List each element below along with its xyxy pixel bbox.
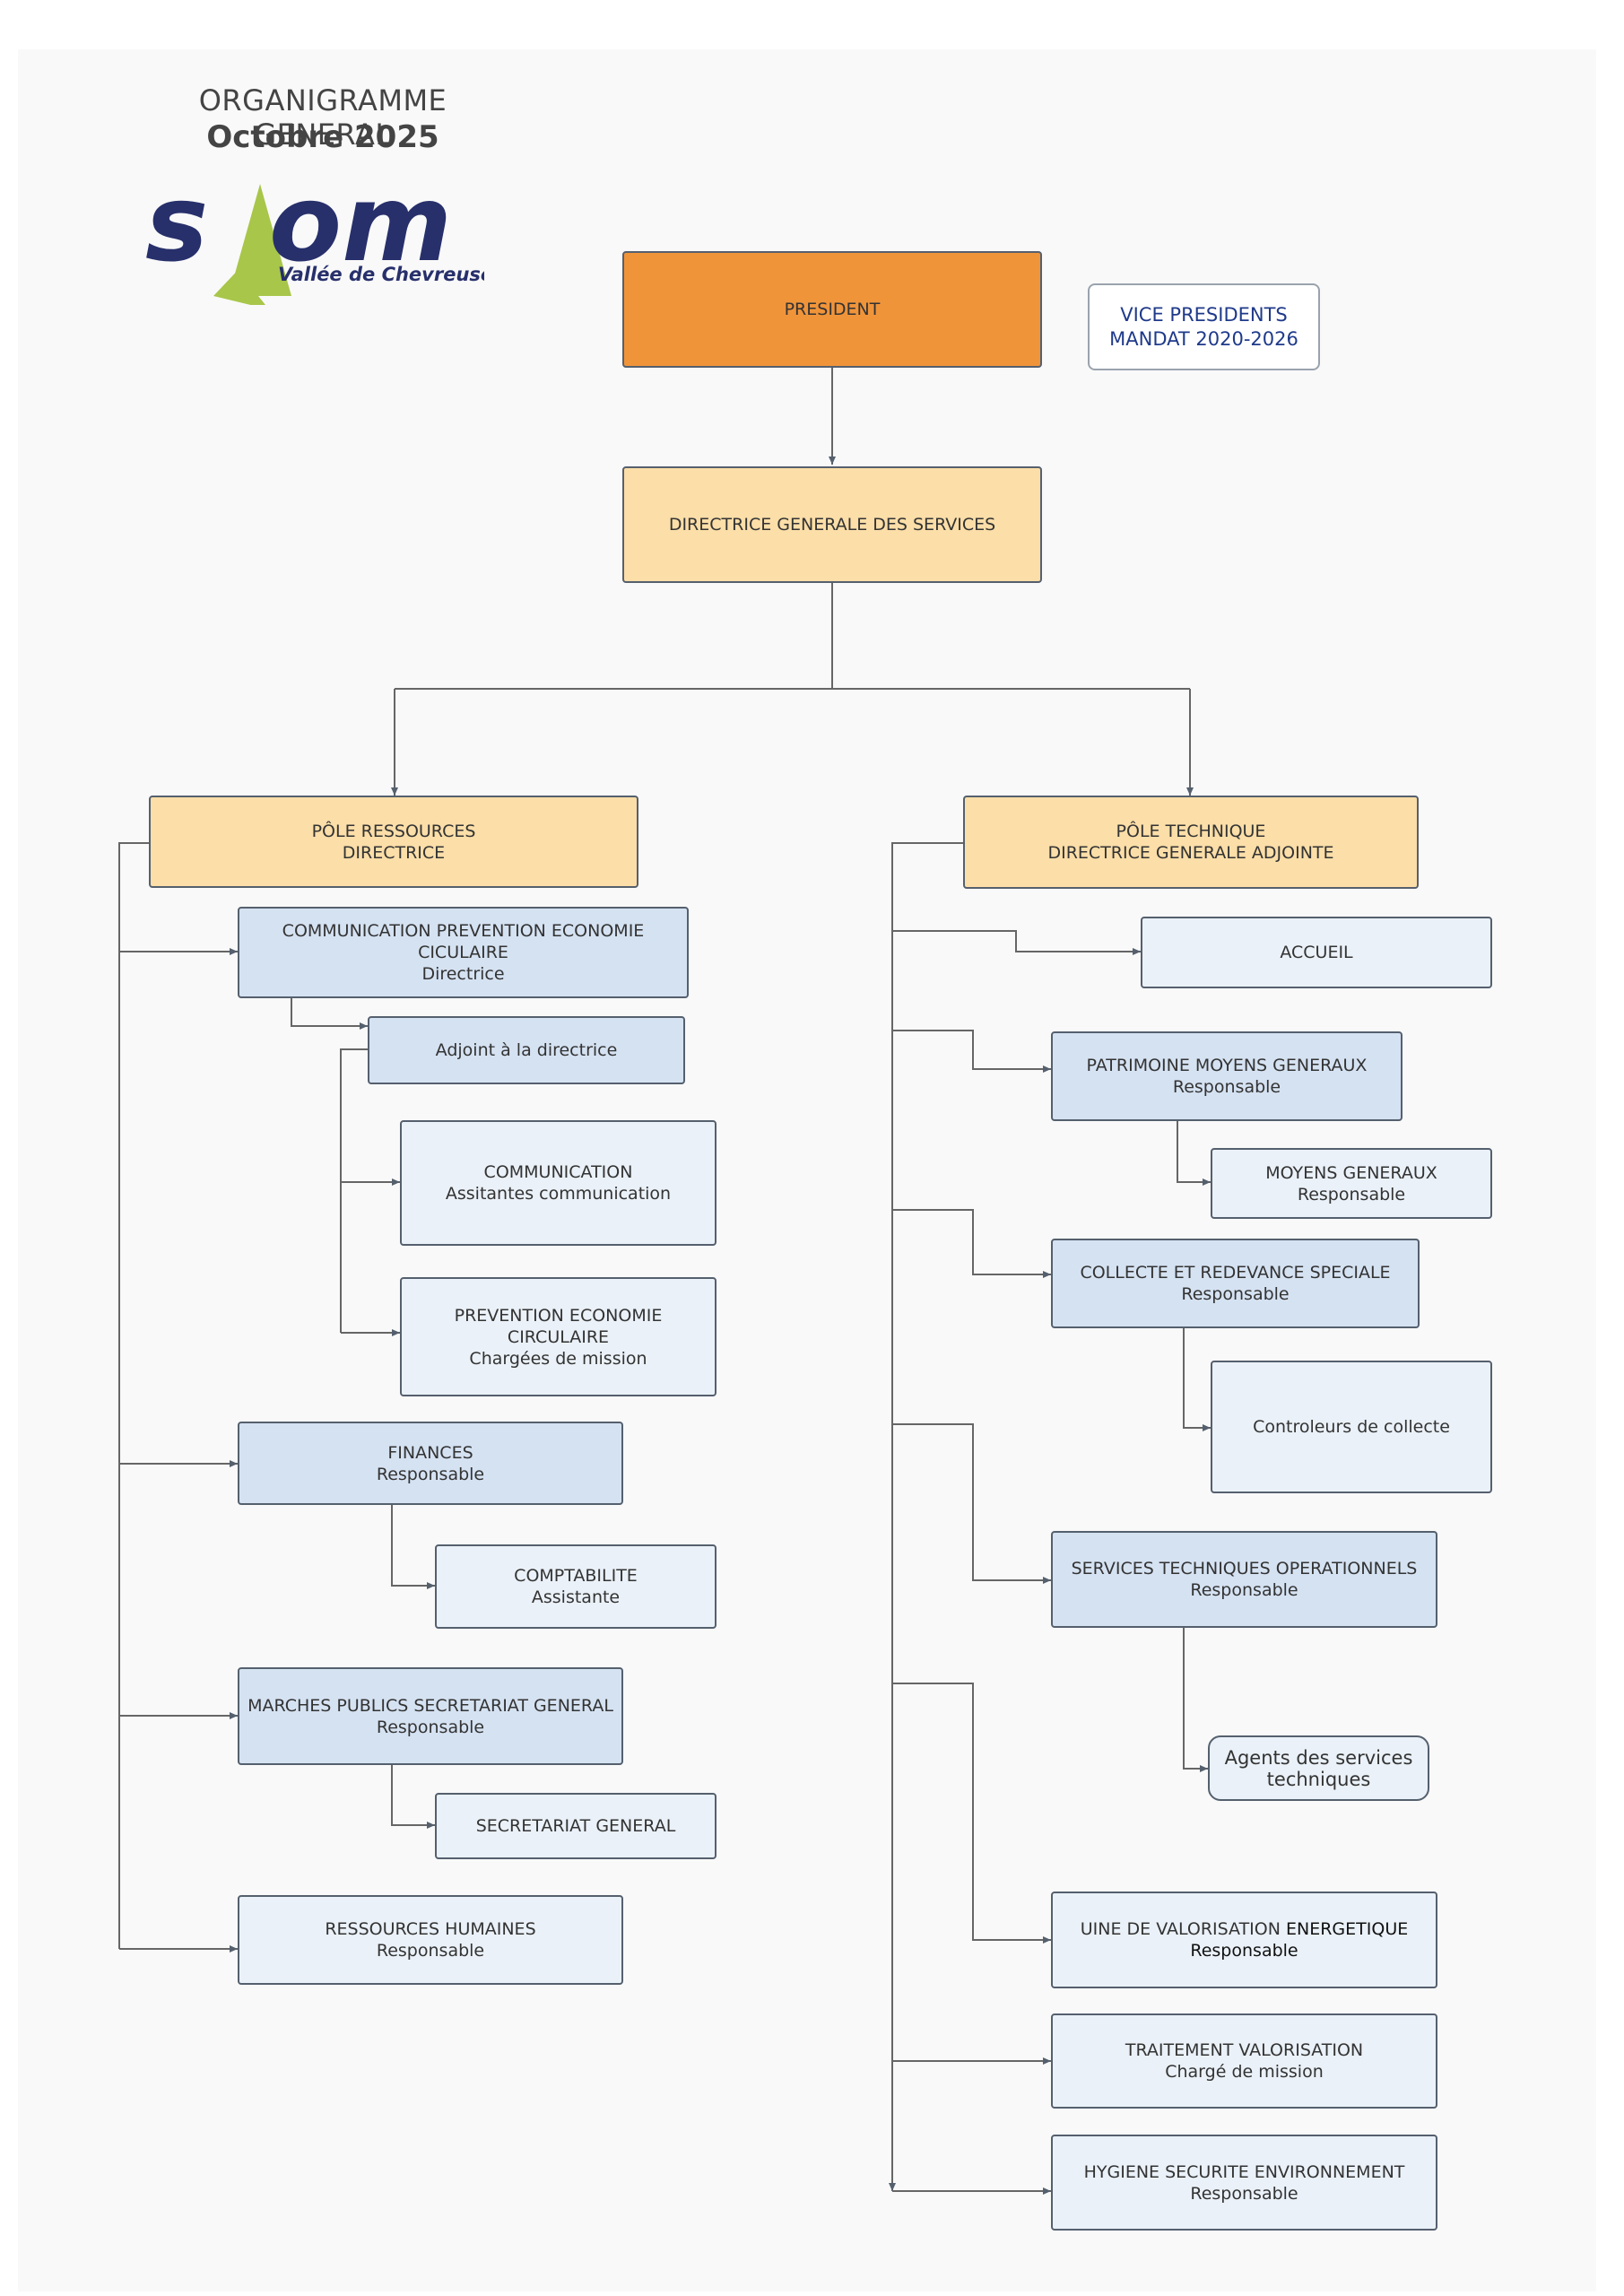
finances-role: Responsable: [376, 1464, 485, 1484]
logo-tagline: Vallée de Chevreuse: [278, 264, 484, 285]
communication-prevention-role: Directrice: [421, 964, 505, 984]
communication-role: Assitantes communication: [445, 1184, 672, 1204]
dgs-box: DIRECTRICE GENERALE DES SERVICES: [622, 466, 1042, 583]
patrimoine-label: PATRIMOINE MOYENS GENERAUX: [1086, 1056, 1368, 1075]
pole-ressources-box: PÔLE RESSOURCES DIRECTRICE: [149, 796, 638, 888]
traitement-label: TRAITEMENT VALORISATION: [1125, 2040, 1364, 2060]
moyens-label: MOYENS GENERAUX: [1265, 1162, 1437, 1183]
moyens-role: Responsable: [1297, 1184, 1406, 1205]
siom-logo: s om Vallée de Chevreuse: [145, 161, 484, 305]
moyens-box: MOYENS GENERAUX Responsable: [1211, 1148, 1492, 1219]
agents-label: Agents des services: [1224, 1746, 1413, 1769]
rh-role: Responsable: [376, 1941, 485, 1961]
services-techniques-role: Responsable: [1190, 1580, 1298, 1600]
svg-text:s: s: [145, 161, 208, 285]
communication-prevention-label: COMMUNICATION PREVENTION ECONOMIE CICULA…: [282, 921, 645, 962]
pole-technique-box: PÔLE TECHNIQUE DIRECTRICE GENERALE ADJOI…: [963, 796, 1419, 889]
traitement-box: TRAITEMENT VALORISATION Chargé de missio…: [1051, 2013, 1437, 2109]
collecte-label: COLLECTE ET REDEVANCE SPECIALE: [1080, 1263, 1391, 1283]
comptabilite-role: Assistante: [531, 1587, 621, 1607]
accueil-box: ACCUEIL: [1141, 917, 1492, 988]
dgs-label: DIRECTRICE GENERALE DES SERVICES: [668, 515, 996, 535]
finances-label: FINANCES: [387, 1442, 473, 1463]
communication-label: COMMUNICATION: [483, 1162, 633, 1182]
marches-label: MARCHES PUBLICS SECRETARIAT GENERAL: [248, 1695, 613, 1716]
vice-presidents-label: VICE PRESIDENTS: [1120, 303, 1288, 326]
hygiene-role: Responsable: [1190, 2183, 1298, 2204]
chart-date: Octobre 2025: [206, 119, 439, 155]
agents-label-line2: techniques: [1266, 1768, 1371, 1790]
communication-box: COMMUNICATION Assitantes communication: [400, 1120, 716, 1246]
vice-presidents-box: VICE PRESIDENTS MANDAT 2020-2026: [1088, 283, 1320, 370]
traitement-role: Chargé de mission: [1165, 2062, 1324, 2082]
pole-technique-label: PÔLE TECHNIQUE: [1116, 822, 1266, 841]
rh-box: RESSOURCES HUMAINES Responsable: [238, 1895, 623, 1985]
comptabilite-box: COMPTABILITE Assistante: [435, 1544, 716, 1629]
accueil-label: ACCUEIL: [1280, 943, 1353, 962]
hygiene-box: HYGIENE SECURITE ENVIRONNEMENT Responsab…: [1051, 2135, 1437, 2231]
president-label: PRESIDENT: [784, 300, 881, 319]
prevention-role: Chargées de mission: [469, 1348, 647, 1369]
vice-presidents-mandate: MANDAT 2020-2026: [1109, 327, 1298, 350]
services-techniques-label: SERVICES TECHNIQUES OPERATIONNELS: [1071, 1559, 1418, 1578]
unite-valorisation-box: UINE DE VALORISATION ENERGETIQUE Respons…: [1051, 1892, 1437, 1988]
pole-ressources-label: PÔLE RESSOURCES: [311, 821, 476, 841]
svg-text:om: om: [269, 161, 452, 285]
adjoint-label: Adjoint à la directrice: [435, 1040, 618, 1060]
finances-box: FINANCES Responsable: [238, 1422, 623, 1505]
prevention-label: PREVENTION ECONOMIE CIRCULAIRE: [454, 1305, 663, 1347]
marches-role: Responsable: [376, 1717, 485, 1737]
prevention-box: PREVENTION ECONOMIE CIRCULAIRE Chargées …: [400, 1277, 716, 1396]
unite-valorisation-role: Responsable: [1190, 1941, 1298, 1961]
unite-valorisation-label: UINE DE VALORISATION ENERGETIQUE: [1080, 1919, 1409, 1939]
hygiene-label: HYGIENE SECURITE ENVIRONNEMENT: [1083, 2161, 1405, 2182]
secretariat-label: SECRETARIAT GENERAL: [475, 1816, 676, 1836]
chart-title: ORGANIGRAMME GENERAL: [198, 83, 447, 152]
rh-label: RESSOURCES HUMAINES: [325, 1919, 536, 1939]
secretariat-box: SECRETARIAT GENERAL: [435, 1793, 716, 1859]
patrimoine-role: Responsable: [1172, 1077, 1281, 1097]
marches-box: MARCHES PUBLICS SECRETARIAT GENERAL Resp…: [238, 1667, 623, 1765]
controleurs-box: Controleurs de collecte: [1211, 1361, 1492, 1493]
services-techniques-box: SERVICES TECHNIQUES OPERATIONNELS Respon…: [1051, 1531, 1437, 1628]
president-box: PRESIDENT: [622, 251, 1042, 368]
collecte-role: Responsable: [1181, 1284, 1290, 1304]
communication-prevention-box: COMMUNICATION PREVENTION ECONOMIE CICULA…: [238, 907, 689, 998]
patrimoine-box: PATRIMOINE MOYENS GENERAUX Responsable: [1051, 1031, 1403, 1121]
controleurs-label: Controleurs de collecte: [1253, 1417, 1450, 1437]
adjoint-box: Adjoint à la directrice: [368, 1016, 685, 1084]
comptabilite-label: COMPTABILITE: [514, 1566, 638, 1586]
collecte-box: COLLECTE ET REDEVANCE SPECIALE Responsab…: [1051, 1239, 1420, 1328]
agents-box: Agents des services techniques: [1208, 1735, 1429, 1801]
pole-ressources-role: DIRECTRICE: [342, 842, 446, 863]
pole-technique-role: DIRECTRICE GENERALE ADJOINTE: [1047, 843, 1334, 863]
